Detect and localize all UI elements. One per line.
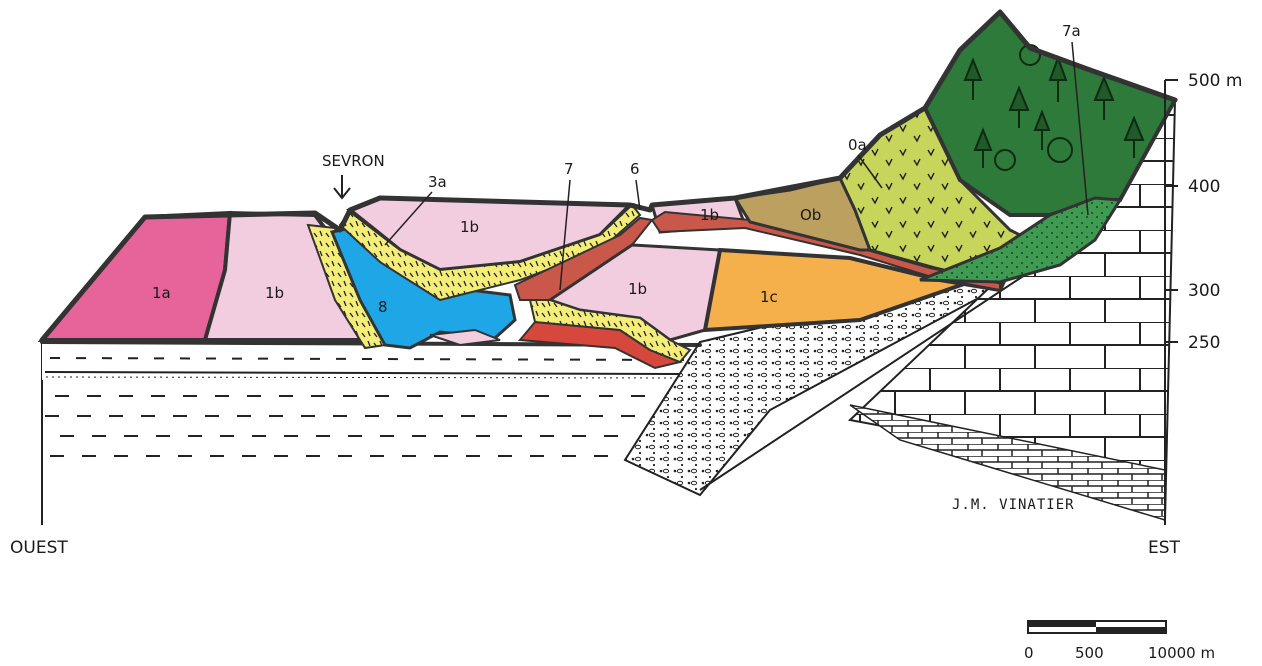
label-8: 8 bbox=[378, 298, 388, 316]
elev-tick-400: 400 bbox=[1188, 177, 1220, 197]
label-1b-top: 1b bbox=[460, 218, 479, 236]
scale-label-0: 0 bbox=[1024, 644, 1034, 662]
arrow-down-icon bbox=[334, 175, 350, 198]
label-1b-middle: 1b bbox=[628, 280, 647, 298]
label-0b: Ob bbox=[800, 206, 821, 224]
elev-tick-250: 250 bbox=[1188, 333, 1220, 353]
label-west: OUEST bbox=[10, 538, 68, 558]
label-0a: 0a bbox=[848, 136, 867, 154]
unit-1a bbox=[42, 213, 230, 340]
label-1c: 1c bbox=[760, 288, 778, 306]
label-east: EST bbox=[1148, 538, 1181, 558]
label-sevron: SEVRON bbox=[322, 152, 385, 170]
label-7a: 7a bbox=[1062, 22, 1081, 40]
label-6: 6 bbox=[630, 160, 640, 178]
author-credit: J.M. VINATIER bbox=[952, 497, 1075, 513]
scale-label-500: 500 bbox=[1075, 644, 1104, 662]
label-1b-left: 1b bbox=[265, 284, 284, 302]
elev-tick-300: 300 bbox=[1188, 281, 1220, 301]
elev-tick-500: 500 m bbox=[1188, 71, 1242, 91]
scale-label-10000: 10000 m bbox=[1148, 644, 1215, 662]
label-7: 7 bbox=[564, 160, 574, 178]
label-3a: 3a bbox=[428, 173, 447, 191]
label-1a: 1a bbox=[152, 284, 171, 302]
scale-bar bbox=[1028, 621, 1166, 633]
label-1b-right: 1b bbox=[700, 206, 719, 224]
